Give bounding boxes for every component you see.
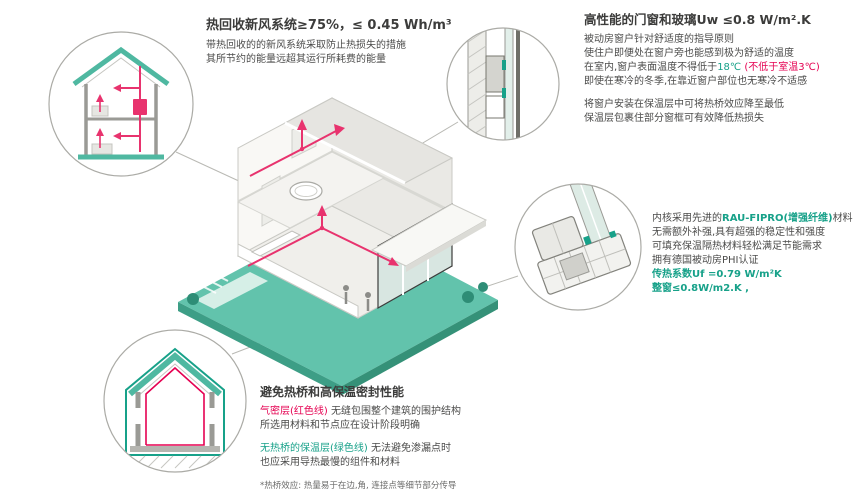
heat-recovery-unit: [96, 66, 147, 152]
windows-body-line: 将窗户安装在保温层中可将热桥效应降至最低: [584, 99, 784, 110]
garden-bushes: [187, 282, 488, 305]
spacer: [584, 89, 862, 98]
envelope-title: 避免热桥和高保温密封性能: [260, 385, 405, 399]
windows-body-line: 保温层包裹住部分窗框可有效降低热损失: [584, 113, 764, 124]
envelope-body-line: 也应采用导热最慢的组件和材料: [260, 457, 400, 468]
callout-circle-ventilation: [48, 31, 194, 177]
ventilation-callout-text: 热回收新风系统≥75%，≤ 0.45 Wh/m³ 带热回收的的新风系统采取防止热…: [206, 18, 486, 67]
insulation-layer-green-line: [125, 347, 225, 456]
profile-body-line: 可填充保温隔热材料轻松满足节能需求: [652, 241, 822, 252]
kitchen-counter: [250, 230, 302, 257]
windows-body-line: 被动房窗户针对舒适度的指导原则: [584, 34, 734, 45]
envelope-insulation-line: 无热桥的保温层(绿色线) 无法避免渗漏点时: [260, 442, 600, 456]
windows-body-line: 即使在寒冷的冬季,在靠近窗户部位也无寒冷不适感: [584, 76, 808, 87]
profile-uf-value: 传热系数Uf =0.79 W/m²K: [652, 269, 782, 280]
profile-body-line: 无需额外补强,具有超强的稳定性和强度: [652, 227, 826, 238]
callout-circle-envelope: [103, 329, 247, 473]
ventilation-ducts: [247, 119, 399, 267]
profile-material-name: RAU-FIPRO(增强纤维): [722, 213, 833, 224]
windows-title: 高性能的门窗和玻璃Uw ≤0.8 W/m².K: [584, 12, 862, 28]
envelope-airtight-label: 气密层(红色线): [260, 406, 328, 417]
house-roof: [283, 97, 454, 185]
windows-title-zh: 高性能的门窗和玻璃: [584, 12, 697, 27]
envelope-body-line: 所选用材料和节点应在设计阶段明确: [260, 420, 420, 431]
main-house-illustration: [178, 97, 498, 395]
ventilation-title-zh: 热回收新风系统≥75%，: [206, 18, 353, 33]
bathtub: [289, 181, 323, 201]
garden-steps: [195, 270, 229, 294]
envelope-airtight-line: 气密层(红色线) 无缝包围整个建筑的围护结构: [260, 405, 600, 419]
cutaway-stub-walls: [237, 243, 359, 319]
profile-line-post: 材料: [832, 213, 853, 224]
profile-callout-text: 内核采用先进的RAU-FIPRO(增强纤维)材料 无需额外补强,具有超强的稳定性…: [652, 212, 864, 296]
windows-title-value: Uw ≤0.8 W/m².K: [696, 12, 811, 27]
thermal-bridge-footnote: *热桥效应: 热量易于在边,角, 连接点等细节部分传导: [260, 481, 457, 491]
ventilation-title-value: ≤ 0.45 Wh/m³: [352, 18, 452, 33]
callout-circle-window-detail: [446, 27, 560, 141]
duct-arrows: [297, 119, 399, 266]
windows-temp-note: (不低于室温3℃): [744, 62, 820, 73]
envelope-callout-text: 避免热桥和高保温密封性能 气密层(红色线) 无缝包围整个建筑的围护结构 所选用材…: [260, 384, 600, 492]
ventilation-body-line: 带热回收的的新风系统采取防止热损失的措施: [206, 40, 406, 51]
profile-body-line: 拥有德国被动房PHI认证: [652, 255, 759, 266]
profile-line-pre: 内核采用先进的: [652, 213, 722, 224]
envelope-insulation-label: 无热桥的保温层(绿色线): [260, 443, 368, 454]
windows-body-line: 使住户即便处在窗户旁也能感到极为舒适的温度: [584, 48, 794, 59]
profile-material-line: 内核采用先进的RAU-FIPRO(增强纤维)材料: [652, 212, 864, 226]
ventilation-title: 热回收新风系统≥75%，≤ 0.45 Wh/m³: [206, 18, 486, 34]
upper-floor-bathroom: [236, 151, 386, 229]
windows-callout-text: 高性能的门窗和玻璃Uw ≤0.8 W/m².K 被动房窗户针对舒适度的指导原则 …: [584, 12, 862, 126]
envelope-insulation-rest: 无法避免渗漏点时: [367, 443, 451, 454]
spacer: [260, 433, 600, 442]
profile-uw-value: 整窗≤0.8W/m2.K ,: [652, 283, 749, 294]
windows-temp-line: 在室内,窗户表面温度不得低于18℃ (不低于室温3℃): [584, 61, 862, 75]
envelope-airtight-rest: 无缝包围整个建筑的围护结构: [327, 406, 461, 417]
ventilation-body-line: 其所节约的能量远超其运行所耗费的能量: [206, 54, 386, 65]
airtight-layer-red-line: [145, 366, 205, 446]
windows-temp-value: 18℃: [717, 62, 745, 73]
windows-temp-main: 在室内,窗户表面温度不得低于: [584, 62, 718, 73]
people-figures: [343, 285, 371, 311]
callout-circle-window-profile: [514, 183, 642, 311]
